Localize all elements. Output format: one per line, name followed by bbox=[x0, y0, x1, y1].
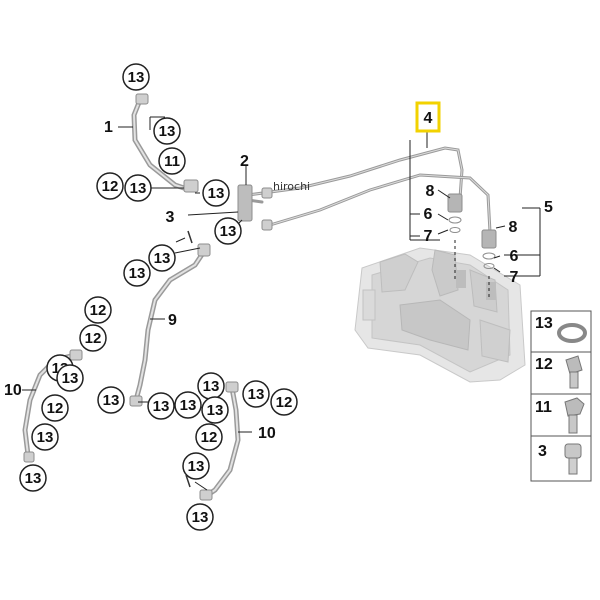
callout: 13 bbox=[19, 464, 47, 492]
callout: 13 bbox=[123, 259, 151, 287]
callout: 13 bbox=[214, 217, 242, 245]
svg-text:12: 12 bbox=[102, 178, 119, 195]
part-numbers: 1 2 3 4 5 8 6 7 8 6 7 9 10 10 bbox=[4, 101, 553, 442]
legend-row-sealing-ring: 13 bbox=[535, 315, 587, 343]
callout: 12 bbox=[96, 172, 124, 200]
svg-text:13: 13 bbox=[207, 402, 224, 419]
part-number-6b: 6 bbox=[510, 248, 519, 265]
part-number-10-left: 10 bbox=[4, 382, 22, 399]
svg-text:13: 13 bbox=[37, 429, 54, 446]
part-4-highlight bbox=[415, 101, 441, 133]
svg-text:13: 13 bbox=[25, 470, 42, 487]
part-number-4: 4 bbox=[424, 110, 433, 127]
callout: 13 bbox=[201, 396, 229, 424]
part-number-9: 9 bbox=[168, 312, 177, 329]
svg-text:11: 11 bbox=[535, 399, 552, 416]
callouts: 13 13 11 12 13 13 13 13 13 12 12 13 13 1… bbox=[19, 63, 298, 531]
banjo-bolt-icon bbox=[565, 355, 583, 389]
svg-text:13: 13 bbox=[203, 378, 220, 395]
callout: 12 bbox=[270, 388, 298, 416]
svg-text:11: 11 bbox=[164, 153, 180, 170]
callout: 13 bbox=[148, 244, 176, 272]
callout: 12 bbox=[195, 423, 223, 451]
callout: 13 bbox=[124, 174, 152, 202]
callout: 13 bbox=[174, 391, 202, 419]
svg-text:12: 12 bbox=[535, 356, 553, 373]
part-number-1: 1 bbox=[104, 119, 113, 136]
part-number-3: 3 bbox=[166, 209, 175, 226]
watermark: hirochi bbox=[273, 180, 310, 193]
part-number-2: 2 bbox=[240, 153, 249, 170]
hose-clips bbox=[185, 230, 193, 488]
svg-text:13: 13 bbox=[159, 123, 176, 140]
callout: 13 bbox=[122, 63, 150, 91]
svg-text:13: 13 bbox=[248, 386, 265, 403]
svg-text:12: 12 bbox=[201, 429, 218, 446]
svg-text:13: 13 bbox=[535, 315, 553, 332]
callout: 13 bbox=[31, 423, 59, 451]
svg-text:13: 13 bbox=[153, 398, 170, 415]
legend-row-banjo-bolt: 12 bbox=[535, 355, 583, 389]
callout: 13 bbox=[153, 117, 181, 145]
svg-text:13: 13 bbox=[130, 180, 147, 197]
callout: 13 bbox=[186, 503, 214, 531]
callout: 13 bbox=[242, 380, 270, 408]
abs-pressure-modulator bbox=[354, 247, 526, 383]
svg-text:13: 13 bbox=[103, 392, 120, 409]
callout: 11 bbox=[158, 147, 186, 175]
callout: 13 bbox=[147, 392, 175, 420]
svg-text:12: 12 bbox=[85, 330, 102, 347]
callout: 13 bbox=[202, 179, 230, 207]
callout: 13 bbox=[97, 386, 125, 414]
callout: 12 bbox=[84, 296, 112, 324]
leader-lines bbox=[22, 116, 541, 491]
svg-text:13: 13 bbox=[128, 69, 145, 86]
callout: 13 bbox=[197, 372, 225, 400]
svg-text:12: 12 bbox=[90, 302, 107, 319]
svg-text:13: 13 bbox=[188, 458, 205, 475]
svg-text:13: 13 bbox=[192, 509, 209, 526]
svg-text:13: 13 bbox=[208, 185, 225, 202]
legend-row-socket-bolt: 3 bbox=[538, 443, 582, 475]
callout: 12 bbox=[79, 324, 107, 352]
legend-row-hex-bolt: 11 bbox=[535, 397, 585, 434]
hex-bolt-icon bbox=[564, 397, 585, 434]
svg-text:12: 12 bbox=[276, 394, 293, 411]
svg-text:3: 3 bbox=[538, 443, 547, 460]
part-number-5: 5 bbox=[544, 199, 553, 216]
svg-text:13: 13 bbox=[220, 223, 237, 240]
part-number-8b: 8 bbox=[509, 219, 518, 236]
sealing-ring-icon bbox=[557, 323, 587, 343]
svg-text:13: 13 bbox=[129, 265, 146, 282]
callout: 13 bbox=[182, 452, 210, 480]
part-number-8a: 8 bbox=[426, 183, 435, 200]
svg-text:13: 13 bbox=[62, 370, 79, 387]
parts-legend: 13 12 11 3 bbox=[530, 310, 592, 482]
fittings bbox=[23, 93, 497, 501]
part-number-7b: 7 bbox=[510, 269, 519, 286]
part-number-7a: 7 bbox=[424, 228, 433, 245]
callout: 12 bbox=[41, 394, 69, 422]
callout: 13 bbox=[56, 364, 84, 392]
svg-text:13: 13 bbox=[180, 397, 197, 414]
svg-text:13: 13 bbox=[154, 250, 171, 267]
svg-text:12: 12 bbox=[47, 400, 64, 417]
socket-bolt-icon bbox=[564, 443, 582, 475]
part-number-6a: 6 bbox=[424, 206, 433, 223]
part-number-10-right: 10 bbox=[258, 425, 276, 442]
